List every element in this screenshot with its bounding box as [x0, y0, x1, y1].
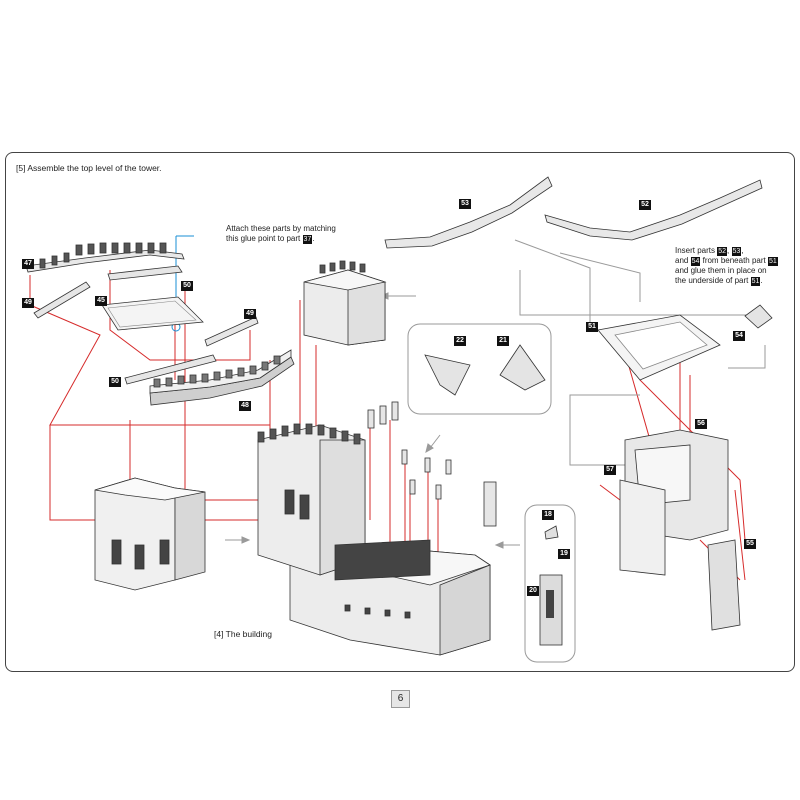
insert-ref-51b: 51	[750, 277, 761, 286]
part-label-56: 56	[695, 419, 707, 429]
insert-line-3: and glue them in place on	[675, 266, 767, 275]
insert-line-4-text: the underside of part	[675, 276, 751, 285]
part-51-frame	[597, 314, 721, 381]
part-label-45: 45	[95, 296, 107, 306]
insert-line-2-text: and	[675, 256, 691, 265]
part-54-piece	[744, 304, 773, 329]
flow-arrows	[225, 239, 766, 549]
part-47-battlement	[25, 242, 185, 273]
insert-suffix: .	[760, 276, 763, 285]
part-label-18: 18	[542, 510, 554, 520]
parts-52-53-chains	[384, 176, 763, 249]
part-label-22: 22	[454, 336, 466, 346]
part-label-49b: 49	[244, 309, 256, 319]
insert-line-1-text: Insert parts	[675, 246, 718, 255]
insert-ref-54: 54	[690, 257, 701, 266]
part-48-battlement	[149, 349, 295, 406]
inset-parts-21-22	[407, 323, 552, 415]
part-label-47: 47	[22, 259, 34, 269]
inset-parts-18-20	[524, 504, 576, 663]
part-label-21: 21	[497, 336, 509, 346]
page-number: 6	[391, 690, 410, 708]
insert-sep-1: ,	[727, 246, 732, 255]
part-label-50b: 50	[109, 377, 121, 387]
attach-line-1: Attach these parts by matching	[226, 224, 336, 233]
attach-part-ref: 37	[302, 235, 313, 244]
part-label-53: 53	[459, 199, 471, 209]
insert-ref-51a: 51	[767, 257, 778, 266]
part-label-48: 48	[239, 401, 251, 411]
part-label-54: 54	[733, 331, 745, 341]
small-posts	[367, 401, 497, 527]
building-model	[257, 423, 491, 656]
right-walls-55-57	[619, 429, 741, 631]
attach-instruction: Attach these parts by matching this glue…	[226, 224, 336, 244]
tower-top-cube	[303, 260, 387, 346]
insert-line-2: and 54 from beneath part 51	[675, 256, 778, 266]
parts-49-50-strips	[33, 265, 259, 385]
part-label-55: 55	[744, 539, 756, 549]
step-title: [5] Assemble the top level of the tower.	[16, 163, 162, 173]
part-label-19: 19	[558, 549, 570, 559]
part-label-57: 57	[604, 465, 616, 475]
insert-line-1: Insert parts 52, 53,	[675, 246, 778, 256]
tower-lower-section	[94, 477, 206, 591]
part-label-20: 20	[527, 586, 539, 596]
part-label-50a: 50	[181, 281, 193, 291]
attach-line-2-text: this glue point to part	[226, 234, 303, 243]
insert-ref-53: 53	[731, 247, 742, 256]
part-45-floor	[101, 296, 204, 331]
part-label-51: 51	[586, 322, 598, 332]
insert-ref-52: 52	[717, 247, 728, 256]
building-caption: [4] The building	[214, 629, 272, 639]
attach-suffix: .	[312, 234, 315, 243]
attach-line-2: this glue point to part 37.	[226, 234, 336, 244]
insert-instruction: Insert parts 52, 53, and 54 from beneath…	[675, 246, 778, 286]
insert-line-4: the underside of part 51.	[675, 276, 778, 286]
part-label-49a: 49	[22, 298, 34, 308]
insert-line-2-mid: from beneath part	[700, 256, 768, 265]
insert-sep-2: ,	[741, 246, 744, 255]
part-label-52: 52	[639, 200, 651, 210]
